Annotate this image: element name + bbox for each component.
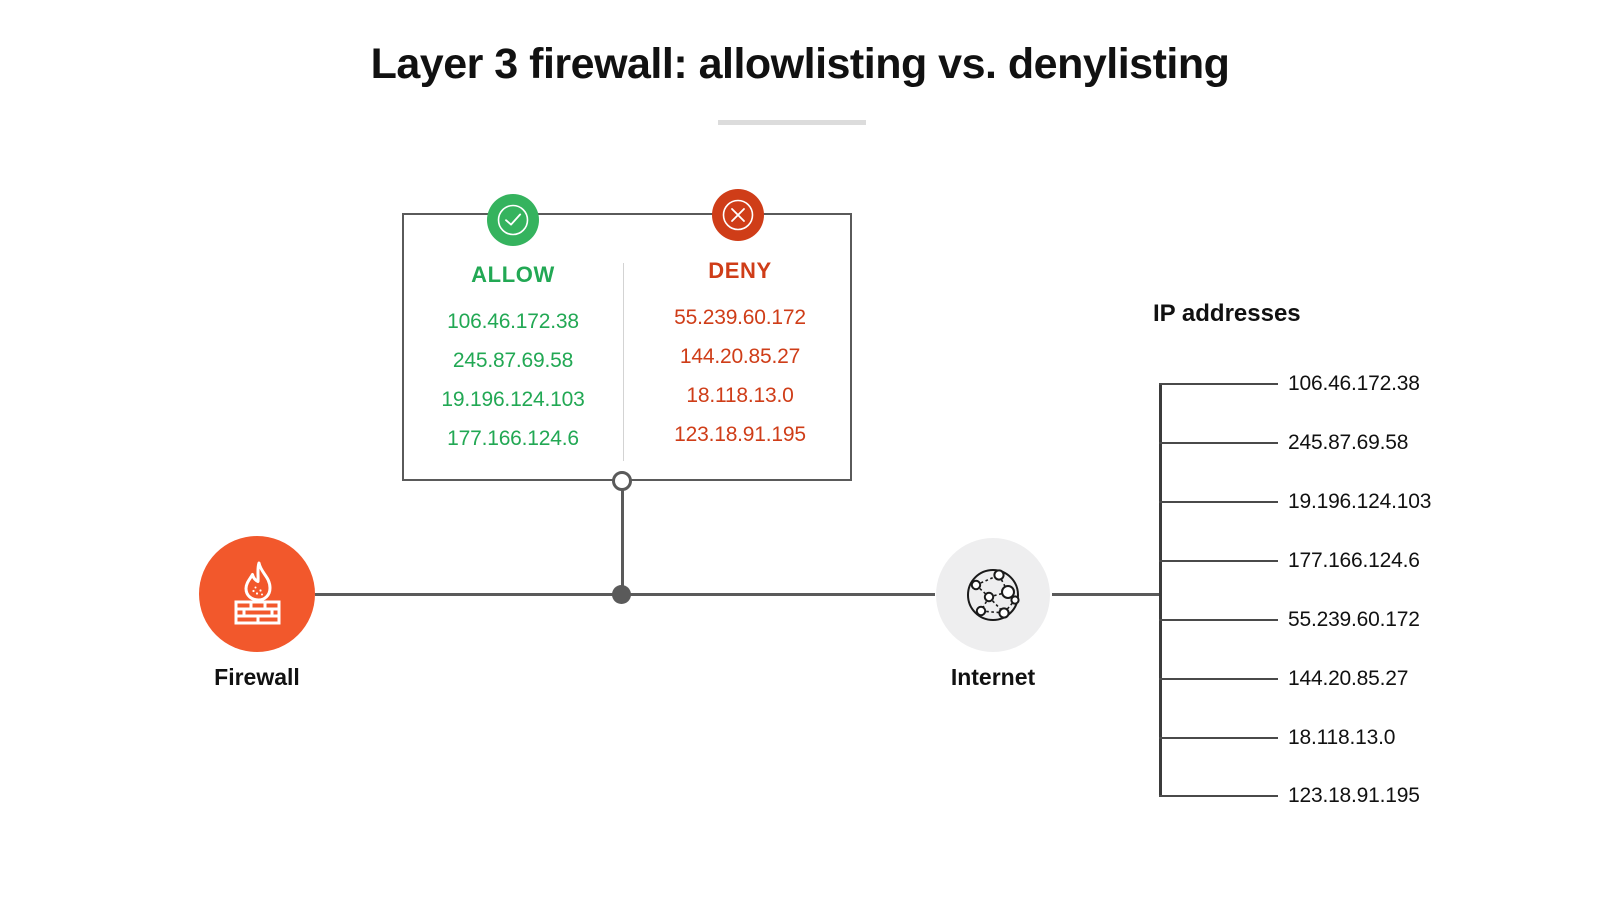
firewall-label: Firewall	[214, 664, 300, 690]
ip-tick	[1159, 678, 1278, 680]
ip-list-item: 177.166.124.6	[1288, 549, 1420, 572]
check-circle-icon	[487, 194, 539, 246]
page-title: Layer 3 firewall: allowlisting vs. denyl…	[370, 40, 1230, 88]
ip-tick	[1159, 795, 1278, 797]
deny-ip-item: 123.18.91.195	[674, 423, 806, 446]
rule-panel-drop-link	[621, 481, 624, 595]
ip-list-item: 19.196.124.103	[1288, 490, 1432, 513]
allow-ip-item: 19.196.124.103	[441, 388, 585, 411]
link-junction-node	[612, 585, 631, 604]
deny-heading: DENY	[708, 258, 772, 283]
ip-list-item: 245.87.69.58	[1288, 431, 1409, 454]
firewall-flame-brick-icon	[199, 536, 315, 652]
deny-column: DENY 55.239.60.172 144.20.85.27 18.118.1…	[635, 258, 845, 454]
ip-tick	[1159, 737, 1278, 739]
internet-iplist-link	[1052, 593, 1162, 596]
allow-ip-item: 245.87.69.58	[452, 349, 574, 372]
deny-ip-item: 55.239.60.172	[674, 306, 806, 329]
allow-ip-item: 177.166.124.6	[447, 427, 579, 450]
allow-column: ALLOW 106.46.172.38 245.87.69.58 19.196.…	[408, 262, 618, 458]
title-divider	[718, 120, 866, 125]
deny-ip-item: 18.118.13.0	[686, 384, 794, 407]
x-circle-icon	[712, 189, 764, 241]
firewall-rule-panel	[402, 213, 852, 481]
rule-panel-anchor-node	[612, 471, 632, 491]
ip-tick	[1159, 619, 1278, 621]
ip-bracket-spine	[1159, 383, 1162, 797]
internet-label: Internet	[950, 664, 1036, 690]
ip-list-item: 106.46.172.38	[1288, 372, 1420, 395]
ip-tick	[1159, 383, 1278, 385]
rule-column-divider	[623, 263, 624, 461]
ip-list-item: 123.18.91.195	[1288, 784, 1420, 807]
ip-tick	[1159, 442, 1278, 444]
ip-list-item: 144.20.85.27	[1288, 667, 1409, 690]
allow-ip-item: 106.46.172.38	[447, 310, 579, 333]
ip-list-item: 55.239.60.172	[1288, 608, 1420, 631]
ip-tick	[1159, 560, 1278, 562]
network-globe-icon	[936, 538, 1050, 652]
ip-list-item: 18.118.13.0	[1288, 726, 1396, 749]
allow-heading: ALLOW	[471, 262, 555, 287]
ip-tick	[1159, 501, 1278, 503]
deny-ip-item: 144.20.85.27	[679, 345, 801, 368]
ip-addresses-heading: IP addresses	[1153, 300, 1301, 327]
